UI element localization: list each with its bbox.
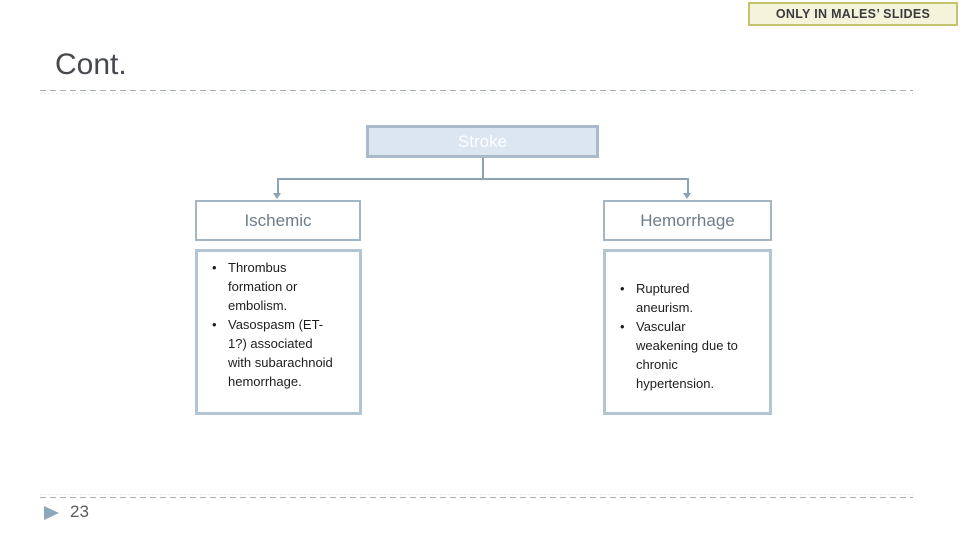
footer-divider-shadow [40, 494, 913, 495]
connector-left-drop [277, 178, 279, 194]
slide-title: Cont. [55, 48, 127, 81]
hemorrhage-details-box: Ruptured aneurism. Vascular weakening du… [603, 249, 772, 415]
ischemic-details-box: Thrombus formation or embolism. Vasospas… [195, 249, 362, 415]
flowchart-root-box: Stroke [366, 125, 599, 158]
bullet-item: Ruptured aneurism. [618, 279, 746, 317]
title-divider-shadow [40, 93, 913, 94]
connector-root-stem [482, 158, 484, 179]
branch-label-ischemic: Ischemic [244, 210, 312, 230]
bullet-item: Thrombus formation or embolism. [210, 258, 338, 315]
page-marker-triangle-icon [44, 506, 59, 520]
banner-label: ONLY IN MALES’ SLIDES [775, 7, 931, 21]
bullet-item: Vascular weakening due to chronic hypert… [618, 317, 746, 393]
branch-box-hemorrhage: Hemorrhage [603, 200, 772, 241]
title-divider-line [40, 90, 913, 91]
flowchart-root-label: Stroke [457, 131, 508, 151]
branch-label-hemorrhage: Hemorrhage [640, 210, 735, 230]
branch-box-ischemic: Ischemic [195, 200, 361, 241]
connector-right-drop [687, 178, 689, 194]
page-number: 23 [70, 502, 89, 521]
hemorrhage-bullet-list: Ruptured aneurism. Vascular weakening du… [618, 279, 763, 393]
connector-crossbar [277, 178, 688, 180]
arrow-down-left-icon [273, 193, 281, 199]
footer-divider-line [40, 497, 913, 498]
arrow-down-right-icon [683, 193, 691, 199]
ischemic-bullet-list: Thrombus formation or embolism. Vasospas… [210, 258, 353, 391]
only-in-males-banner: ONLY IN MALES’ SLIDES [748, 2, 958, 26]
bullet-item: Vasospasm (ET-1?) associated with subara… [210, 315, 338, 391]
